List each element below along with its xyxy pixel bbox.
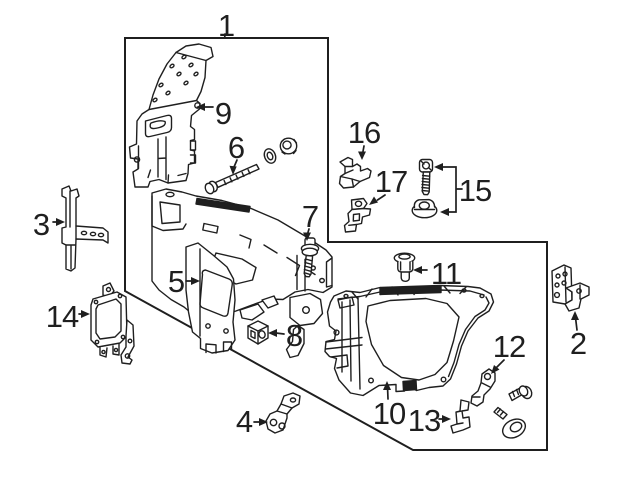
part-15-drawing: [411, 158, 438, 219]
callout-15-label: 15: [459, 173, 491, 208]
callouts: 1 9 6 7 5 8 3: [33, 8, 587, 439]
part-2-drawing: [551, 264, 590, 312]
part-17-drawing: [343, 197, 372, 233]
callout-6-label: 6: [228, 130, 244, 165]
callout-11-label: 11: [431, 256, 461, 291]
callout-2-label: 2: [570, 326, 586, 361]
part-14-drawing: [90, 282, 135, 365]
part-12-drawing: [470, 368, 496, 407]
assembly-box-outline: [124, 37, 548, 451]
part-4-drawing: [265, 392, 301, 434]
part-16-drawing: [338, 156, 372, 189]
part-3-drawing: [61, 185, 109, 272]
callout-14: 14: [46, 299, 90, 334]
callout-13: 13: [408, 403, 451, 438]
callout-13-label: 13: [408, 403, 440, 438]
callout-9-label: 9: [215, 96, 231, 131]
callout-16-label: 16: [348, 115, 380, 150]
callout-3: 3: [33, 207, 65, 242]
callout-9: 9: [196, 96, 232, 131]
callout-4-label: 4: [236, 404, 253, 439]
part-9-drawing: [128, 43, 214, 188]
part-10-drawing: [324, 284, 495, 397]
callout-10-label: 10: [373, 396, 406, 431]
callout-3-label: 3: [33, 207, 49, 242]
callout-12: 12: [491, 329, 526, 374]
callout-6: 6: [228, 130, 245, 175]
callout-5-label: 5: [168, 264, 184, 299]
callout-1-label: 1: [218, 8, 234, 43]
part-5-drawing: [151, 188, 333, 359]
callout-7-label: 7: [302, 199, 318, 234]
callout-5: 5: [168, 264, 200, 299]
part-7-drawing: [300, 237, 320, 278]
fastener-stud-drawing: [508, 385, 533, 402]
callout-17-label: 17: [375, 164, 407, 199]
callout-17: 17: [369, 164, 408, 205]
callout-8: 8: [268, 318, 303, 353]
callout-8-label: 8: [286, 318, 302, 353]
callout-14-label: 14: [46, 299, 79, 334]
callout-10: 10: [373, 381, 407, 431]
callout-15: 15: [434, 163, 492, 216]
callout-4: 4: [236, 404, 268, 439]
part-13-drawing: [450, 399, 471, 434]
callout-7: 7: [302, 199, 319, 241]
part-6-drawing: [204, 137, 298, 195]
part-8-drawing: [247, 320, 269, 345]
fastener-flange-screw-drawing: [493, 406, 527, 439]
callout-12-label: 12: [493, 329, 525, 364]
part-11-drawing: [393, 252, 416, 282]
callout-11: 11: [413, 256, 462, 291]
callout-2: 2: [570, 311, 587, 361]
callout-1: 1: [218, 8, 235, 43]
callout-16: 16: [348, 115, 381, 160]
